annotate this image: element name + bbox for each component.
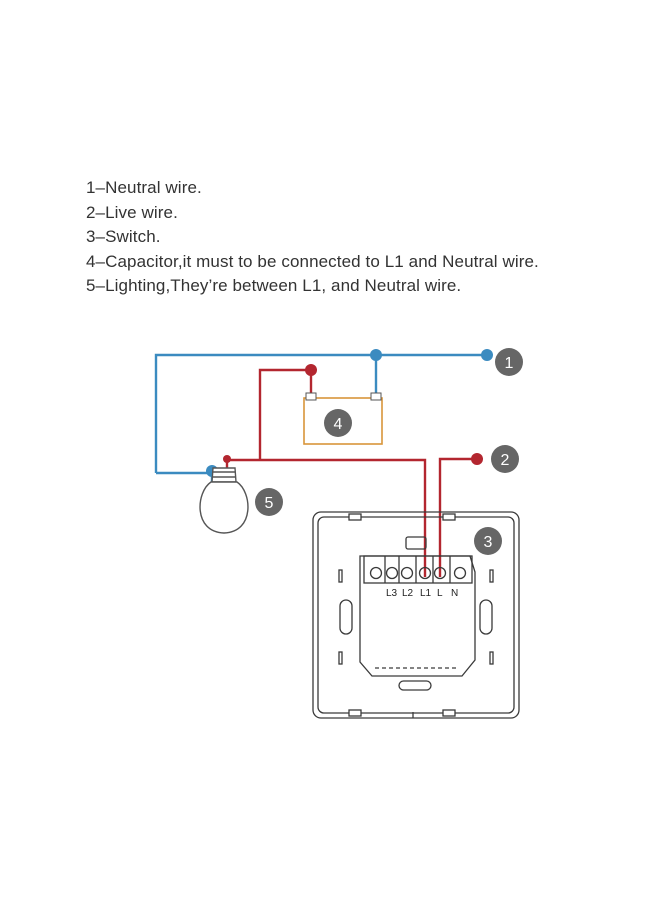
live-end-dot xyxy=(471,453,483,465)
badge-4: 4 xyxy=(324,409,352,437)
legend-item-capacitor: 4–Capacitor,it must to be connected to L… xyxy=(86,251,539,271)
neutral-junction-dot xyxy=(370,349,382,361)
switch-icon xyxy=(312,511,520,719)
neutral-end-dot xyxy=(481,349,493,361)
neutral-wire xyxy=(154,353,487,483)
capacitor xyxy=(303,392,383,445)
legend: 1–Neutral wire. 2–Live wire. 3–Switch. 4… xyxy=(86,176,586,299)
terminal-label-l3: L3 xyxy=(386,588,398,599)
svg-text:3: 3 xyxy=(484,534,493,551)
terminal-label-l: L xyxy=(437,588,443,599)
badge-5: 5 xyxy=(255,488,283,516)
bulb-live-dot xyxy=(223,455,231,463)
terminal-label-n: N xyxy=(451,588,458,599)
live-wire xyxy=(225,368,477,577)
terminal-labels: L3 L2 L1 L N xyxy=(386,588,458,599)
terminal-label-l1: L1 xyxy=(420,588,432,599)
svg-text:2: 2 xyxy=(501,452,510,469)
terminal-label-l2: L2 xyxy=(402,588,414,599)
badge-2: 2 xyxy=(491,445,519,473)
svg-text:4: 4 xyxy=(334,416,343,433)
capacitor-live-dot xyxy=(305,364,317,376)
legend-item-neutral: 1–Neutral wire. xyxy=(86,178,202,197)
svg-text:5: 5 xyxy=(265,495,274,512)
badge-3: 3 xyxy=(474,527,502,555)
legend-item-lighting: 5–Lighting,They’re between L1, and Neutr… xyxy=(86,276,462,295)
legend-item-live: 2–Live wire. xyxy=(86,202,178,222)
svg-text:1: 1 xyxy=(505,355,514,372)
bulb-icon xyxy=(199,467,249,534)
badge-1: 1 xyxy=(495,348,523,376)
legend-item-switch: 3–Switch. xyxy=(86,227,161,246)
